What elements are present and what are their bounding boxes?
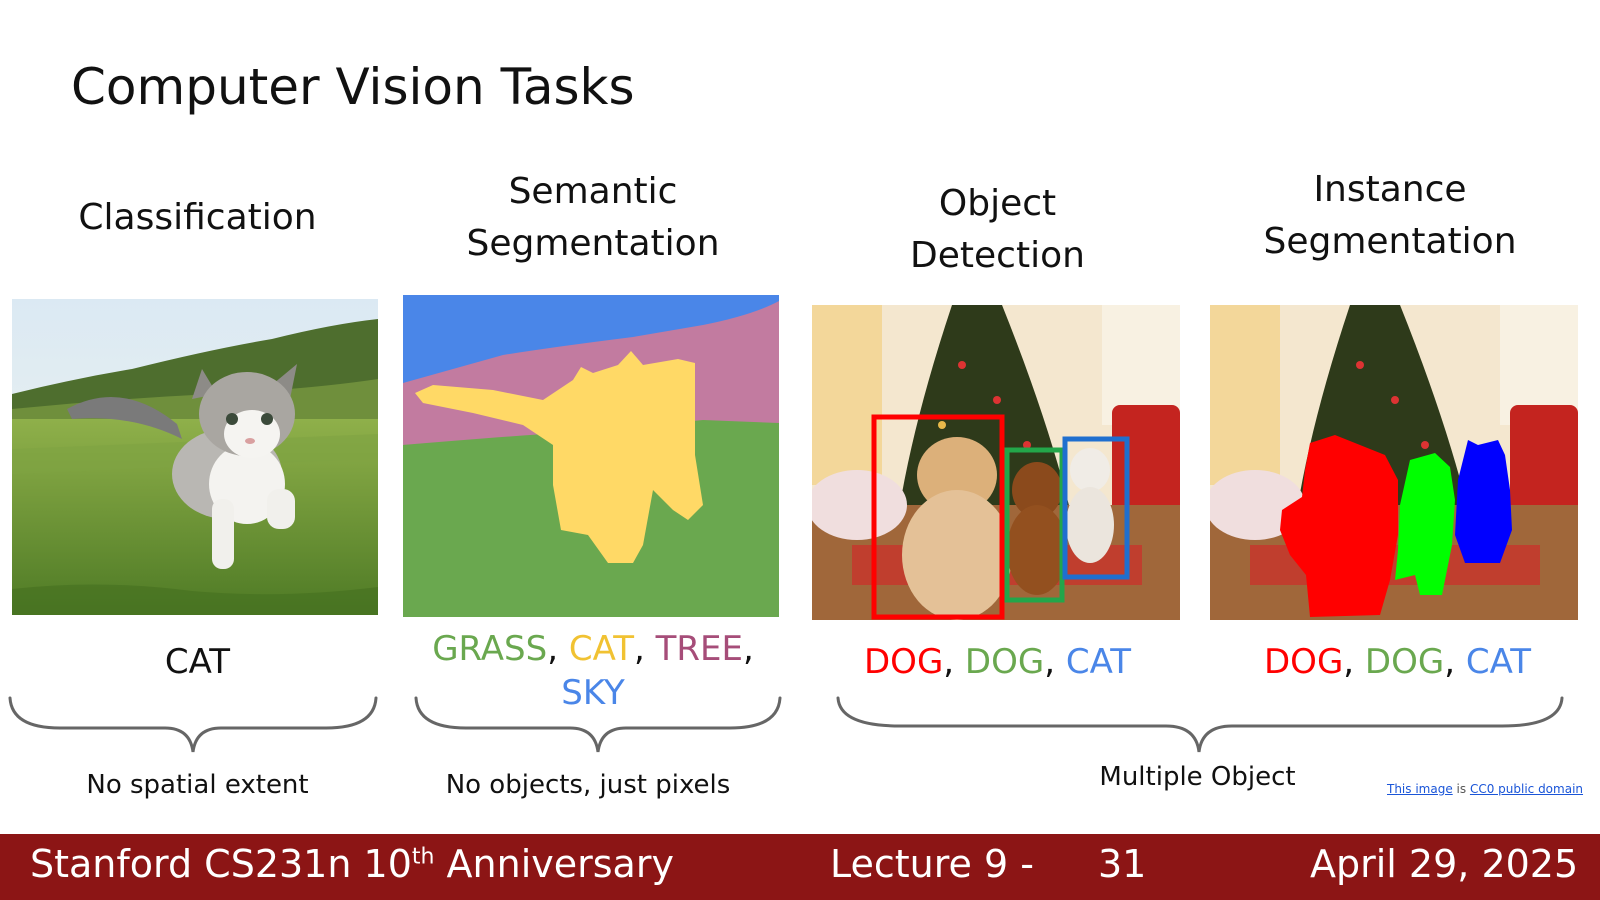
semantic-segmentation-map: [403, 295, 779, 617]
footer-lecture: Lecture 9 -: [830, 842, 1034, 886]
heading-instance-segmentation: Instance Segmentation: [1220, 164, 1560, 268]
dog-box-green: [1004, 447, 1065, 603]
label-tree: TREE: [655, 629, 743, 669]
brace-semantic: [414, 696, 782, 753]
heading-line: Object: [938, 183, 1057, 224]
footer-course-sup: th: [411, 844, 435, 870]
heading-classification: Classification: [40, 192, 355, 244]
footer-page-number: 31: [1098, 842, 1147, 886]
labels-instance-segmentation: DOG, DOG, CAT: [1264, 642, 1531, 682]
credit-text: is: [1452, 782, 1470, 796]
heading-object-detection: Object Detection: [840, 178, 1155, 282]
label-cat: CAT: [1065, 642, 1131, 682]
heading-line: Segmentation: [466, 223, 720, 264]
caption-no-spatial-extent: No spatial extent: [86, 770, 309, 800]
image-credit: This image is CC0 public domain: [1387, 782, 1583, 796]
slide-title: Computer Vision Tasks: [71, 58, 635, 116]
label-cat: CAT: [1465, 642, 1531, 682]
object-detection-photo: [812, 305, 1180, 620]
caption-no-objects: No objects, just pixels: [445, 770, 731, 800]
brace-classification: [8, 696, 378, 753]
label-dog: DOG: [1264, 642, 1344, 682]
heading-line: Classification: [78, 197, 317, 238]
dog-mask-red: [1280, 435, 1398, 617]
cat-mask-blue: [1455, 440, 1512, 563]
labels-semantic: GRASS, CAT, TREE, SKY: [432, 629, 754, 713]
credit-link-image[interactable]: This image: [1387, 782, 1453, 796]
heading-line: Instance: [1313, 169, 1467, 210]
labels-object-detection: DOG, DOG, CAT: [864, 642, 1131, 682]
footer-course: Stanford CS231n 10th Anniversary: [30, 842, 674, 886]
brace-multiple-object: [836, 696, 1564, 753]
heading-line: Segmentation: [1263, 221, 1517, 262]
dog-mask-green: [1395, 453, 1455, 595]
footer-course-name: Stanford CS231n 10: [30, 842, 412, 886]
heading-line: Detection: [910, 235, 1085, 276]
instance-segmentation-photo: [1210, 305, 1578, 620]
heading-line: Semantic: [508, 171, 678, 212]
labels-classification: CAT: [40, 640, 355, 684]
label-sky: SKY: [561, 673, 625, 713]
dog-box-red: [871, 414, 1005, 620]
label-grass: GRASS: [432, 629, 548, 669]
footer-date: April 29, 2025: [1310, 842, 1579, 886]
cat-box-blue: [1062, 436, 1130, 580]
caption-multiple-object: Multiple Object: [1099, 762, 1296, 792]
footer-course-rest: Anniversary: [434, 842, 674, 886]
label-dog: DOG: [964, 642, 1045, 682]
label-cat: CAT: [568, 629, 634, 669]
braces: [8, 696, 1564, 753]
footer-bar: Stanford CS231n 10th Anniversary Lecture…: [0, 834, 1600, 900]
label-dog: DOG: [1364, 642, 1445, 682]
label-dog: DOG: [864, 642, 944, 682]
label-cat: CAT: [164, 642, 231, 682]
cat-photo: [12, 299, 378, 615]
heading-semantic-segmentation: Semantic Segmentation: [433, 166, 753, 270]
credit-link-license[interactable]: CC0 public domain: [1469, 782, 1584, 796]
